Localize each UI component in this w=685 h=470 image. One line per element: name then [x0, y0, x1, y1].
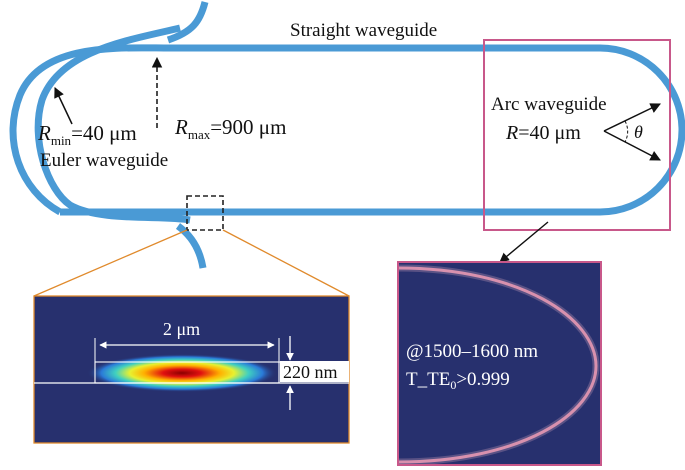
- arc-simulation-inset: @1500–1600 nm T_TE0>0.999: [397, 261, 602, 466]
- euler-waveguide-label: Euler waveguide: [40, 150, 168, 171]
- euler-waveguide-outer: [9, 44, 171, 216]
- arc-radius-label: R=40 μm: [505, 122, 581, 144]
- width-label: 2 μm: [163, 319, 200, 339]
- arc-radius-arrow-down: [603, 130, 661, 161]
- arc-highlight-box: [483, 39, 671, 231]
- height-label-bg: [280, 361, 349, 382]
- waveguide-core-outline: [94, 361, 280, 384]
- input-bus-top: [166, 1, 209, 44]
- arc-sim-waveguide-glow: [398, 264, 600, 465]
- racetrack-waveguide: [9, 1, 685, 269]
- rmin-arrow: [54, 87, 73, 125]
- input-bus-bottom: [175, 223, 207, 269]
- theta-arc: [624, 120, 629, 143]
- rmax-label: Rmax=900 μm: [174, 115, 286, 142]
- arc-inset-arrow: [499, 221, 549, 263]
- straight-waveguide-label: Straight waveguide: [290, 20, 437, 41]
- arc-sim-background: [398, 262, 601, 465]
- zoom-line-right: [222, 229, 350, 297]
- rmin-label: Rmin=40 μm: [37, 121, 137, 148]
- transmission-label: T_TE0>0.999: [406, 369, 510, 392]
- mode-profile: [87, 354, 277, 392]
- theta-label: θ: [634, 122, 643, 142]
- height-label: 220 nm: [283, 362, 338, 382]
- arc-sim-waveguide: [398, 266, 598, 464]
- arc-waveguide: [599, 44, 685, 216]
- arc-radius-arrow-up: [603, 103, 661, 132]
- zoom-line-left: [33, 229, 188, 297]
- wavelength-label: @1500–1600 nm: [406, 341, 538, 362]
- arc-sim-frame: [397, 261, 602, 466]
- euler-waveguide-inner: [34, 24, 191, 224]
- coupler-zoom-box: [186, 195, 224, 231]
- arc-waveguide-label: Arc waveguide: [491, 94, 607, 115]
- mode-field-inset: 2 μm 220 nm: [33, 295, 350, 444]
